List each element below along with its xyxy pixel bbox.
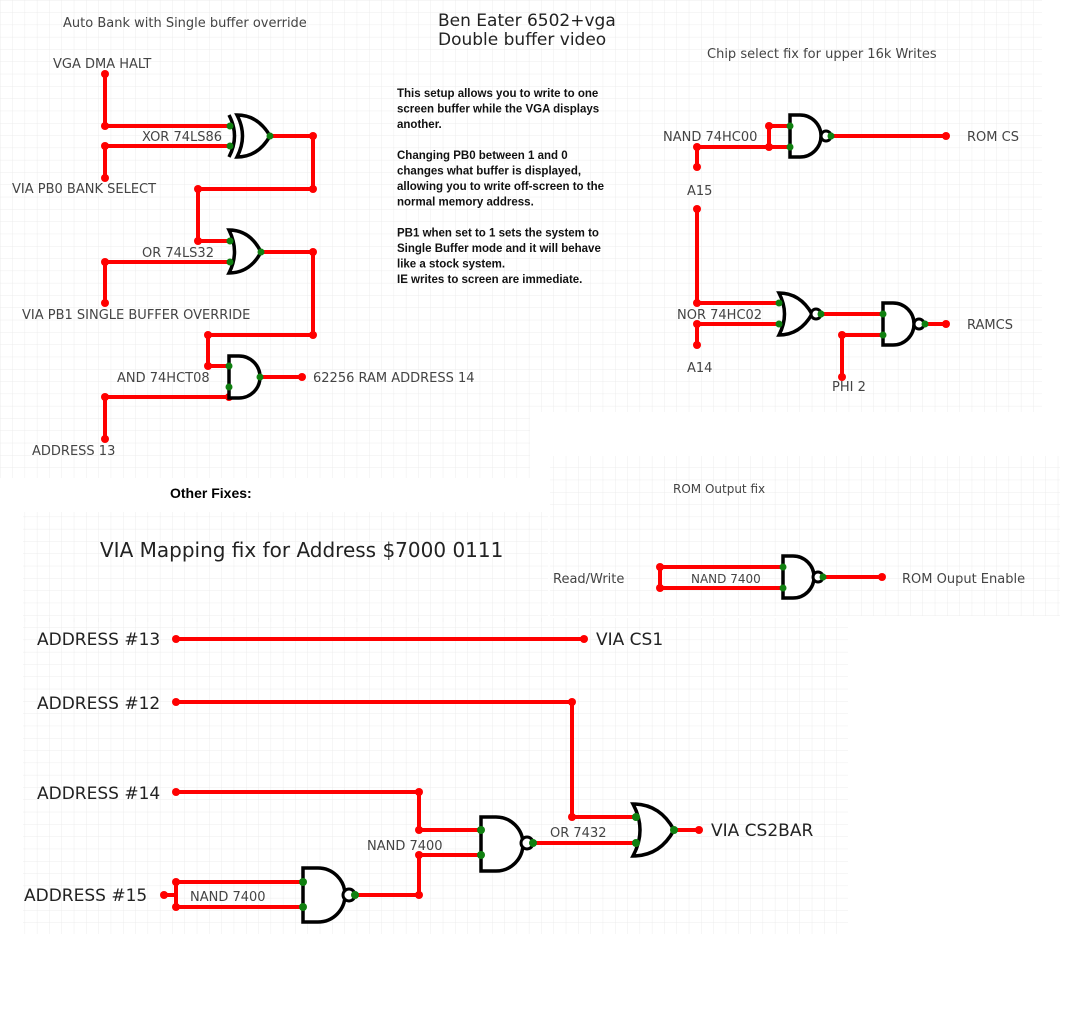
address15-input-label: ADDRESS #15 bbox=[24, 886, 147, 906]
chip-select-title: Chip select fix for upper 16k Writes bbox=[707, 47, 937, 62]
nand1-symbol bbox=[299, 866, 359, 924]
rom-cs-label: ROM CS bbox=[967, 130, 1019, 145]
grid-panel-top-left-ext bbox=[0, 412, 530, 478]
wire-nand1-out bbox=[353, 853, 483, 897]
ramcs-label: RAMCS bbox=[967, 318, 1013, 333]
description-line: changes what buffer is displayed, bbox=[397, 166, 581, 178]
nand2-label: NAND 7400 bbox=[367, 839, 443, 854]
xor-gate-label: XOR 74LS86 bbox=[142, 130, 222, 145]
auto-bank-title: Auto Bank with Single buffer override bbox=[63, 16, 307, 31]
description-line: Single Buffer mode and it will behave bbox=[397, 243, 601, 255]
wire-a15 bbox=[162, 880, 305, 909]
wire-rw bbox=[658, 565, 785, 590]
ram-a14-label: 62256 RAM ADDRESS 14 bbox=[313, 371, 475, 386]
description-block: This setup allows you to write to one scr… bbox=[397, 88, 604, 286]
and-gate-symbol bbox=[225, 354, 264, 400]
via-cs1-label: VIA CS1 bbox=[596, 630, 663, 650]
description-line: allowing you to write off-screen to the bbox=[397, 181, 604, 193]
a14-label: A14 bbox=[687, 361, 712, 376]
address14-input-label: ADDRESS #14 bbox=[37, 784, 160, 804]
nor-74hc02-symbol bbox=[775, 291, 825, 337]
page-title-line1: Ben Eater 6502+vga bbox=[438, 11, 616, 31]
rom-output-title: ROM Output fix bbox=[673, 482, 765, 496]
or7432-symbol bbox=[630, 802, 678, 858]
grid-panel-via-mapping bbox=[23, 512, 548, 622]
or-gate-symbol bbox=[226, 228, 265, 275]
via-mapping-title: VIA Mapping fix for Address $7000 0111 bbox=[100, 538, 503, 562]
other-fixes-heading: Other Fixes: bbox=[170, 485, 252, 501]
description-line: This setup allows you to write to one bbox=[397, 88, 598, 100]
description-line: normal memory address. bbox=[397, 197, 534, 209]
grid-panel-top bbox=[0, 0, 1042, 412]
wire-a14 bbox=[174, 790, 483, 832]
description-line: screen buffer while the VGA displays bbox=[397, 104, 599, 116]
nand-74hc00-label: NAND 74HC00 bbox=[663, 130, 757, 145]
page-title-line2: Double buffer video bbox=[438, 30, 606, 50]
description-line: another. bbox=[397, 119, 442, 131]
pb1-label: VIA PB1 SINGLE BUFFER OVERRIDE bbox=[22, 308, 250, 323]
chip-select-nodes bbox=[693, 122, 950, 381]
description-line: like a stock system. bbox=[397, 259, 505, 271]
via-cs2bar-label: VIA CS2BAR bbox=[711, 821, 813, 841]
nand-74hc00-symbol bbox=[786, 113, 835, 159]
vga-dma-halt-label: VGA DMA HALT bbox=[53, 57, 151, 72]
or7432-label: OR 7432 bbox=[550, 826, 606, 841]
nand2-symbol bbox=[477, 815, 537, 873]
nor-74hc02-label: NOR 74HC02 bbox=[677, 308, 762, 323]
rom-oe-label: ROM Ouput Enable bbox=[902, 572, 1025, 587]
rom-nand-label: NAND 7400 bbox=[691, 572, 761, 586]
description-line: PB1 when set to 1 sets the system to bbox=[397, 228, 599, 240]
rom-nand-symbol bbox=[779, 554, 827, 600]
address13-label: ADDRESS 13 bbox=[32, 444, 115, 459]
auto-bank-section: Auto Bank with Single buffer override VG… bbox=[12, 16, 475, 459]
phi2-label: PHI 2 bbox=[832, 380, 866, 395]
nand1-label: NAND 7400 bbox=[190, 890, 266, 905]
rom-output-section: ROM Output fix Read/Write NAND 7400 ROM … bbox=[553, 482, 1025, 600]
xor-gate-symbol bbox=[226, 113, 274, 159]
or-gate-label: OR 74LS32 bbox=[142, 246, 214, 261]
read-write-label: Read/Write bbox=[553, 572, 624, 587]
grid-panel-via-mapping-lower bbox=[23, 618, 848, 934]
chip-select-section: Chip select fix for upper 16k Writes NAN… bbox=[663, 47, 1019, 395]
wire-nodes bbox=[101, 70, 317, 443]
address12-input-label: ADDRESS #12 bbox=[37, 694, 160, 714]
wire-xor-out bbox=[196, 134, 315, 243]
and-gate-label: AND 74HCT08 bbox=[117, 371, 210, 386]
via-mapping-section: VIA Mapping fix for Address $7000 0111 A… bbox=[24, 538, 813, 924]
pb0-label: VIA PB0 BANK SELECT bbox=[12, 182, 156, 197]
address13-input-label: ADDRESS #13 bbox=[37, 630, 160, 650]
wire-a12 bbox=[174, 700, 638, 819]
description-line: Changing PB0 between 1 and 0 bbox=[397, 150, 568, 162]
a15-label: A15 bbox=[687, 184, 712, 199]
description-line: IE writes to screen are immediate. bbox=[397, 274, 582, 286]
nand-ramcs-symbol bbox=[879, 301, 929, 347]
via-mapping-nodes bbox=[160, 635, 703, 911]
